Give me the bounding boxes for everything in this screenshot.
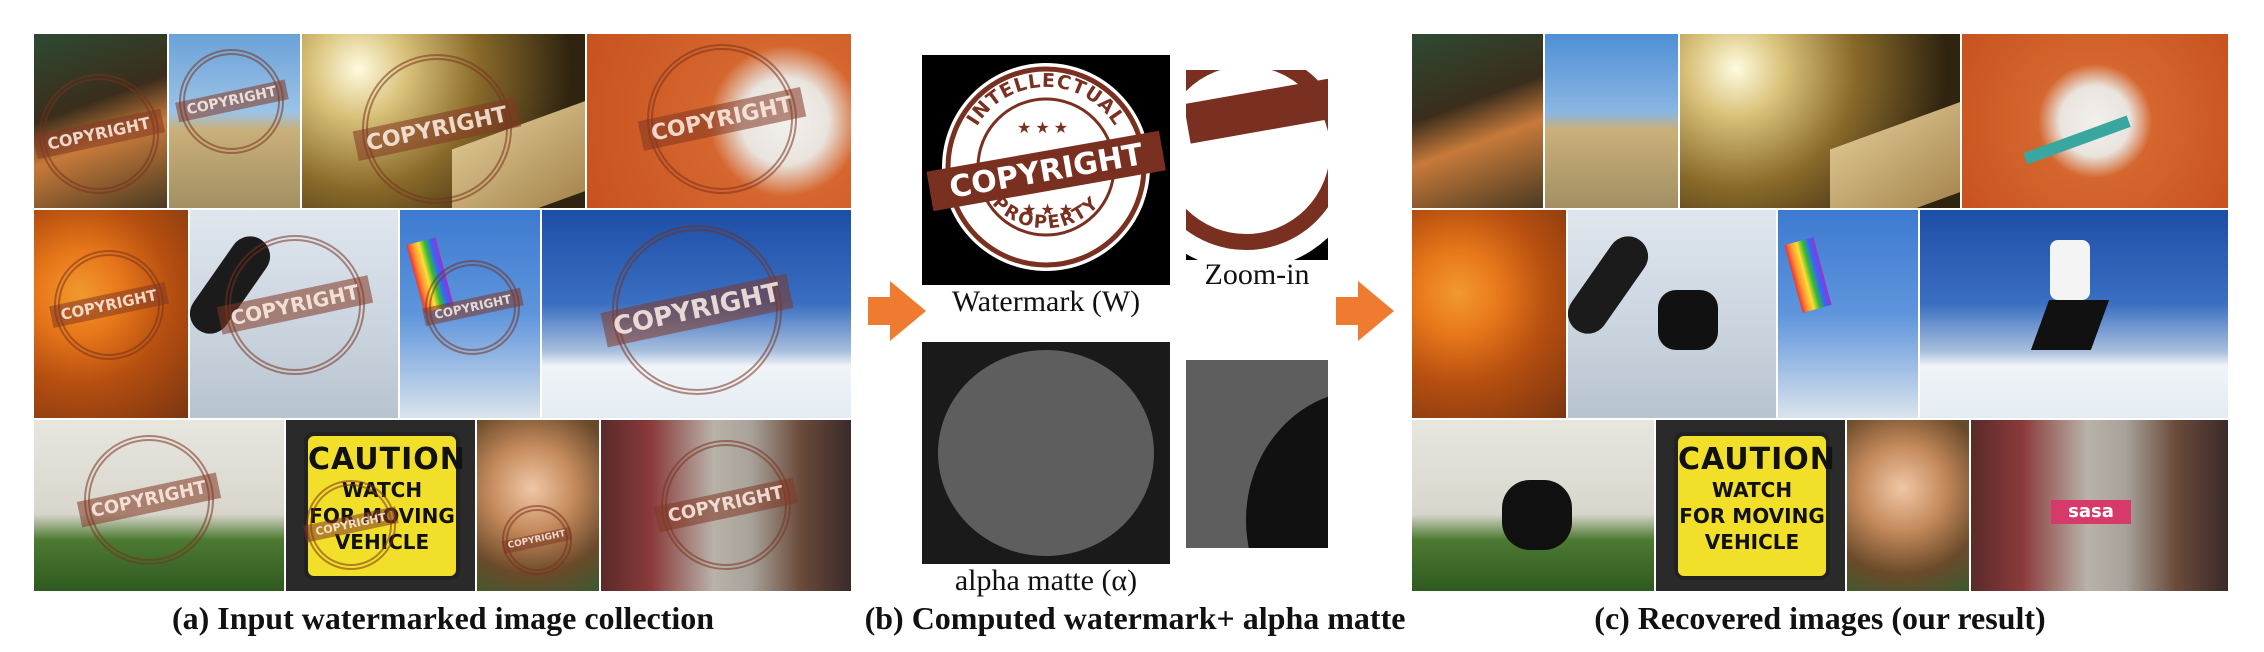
watermark-band-text: COPYRIGHT	[654, 477, 798, 533]
watermark-band-text: COPYRIGHT	[352, 96, 522, 162]
photo-skier: COPYRIGHT	[541, 209, 852, 419]
watermark-band-text: COPYRIGHT	[49, 282, 169, 328]
watermark-band-text: COPYRIGHT	[34, 108, 165, 160]
watermark-label: Watermark (W)	[951, 285, 1141, 318]
photo-oranges: COPYRIGHT	[33, 209, 189, 419]
watermark-stamp: COPYRIGHT	[49, 250, 169, 360]
photo-house-dog	[1411, 419, 1655, 592]
alpha-matte-label: alpha matte (α)	[954, 564, 1138, 597]
storefront-sign: sasa	[2051, 500, 2131, 524]
svg-text:★ ★ ★: ★ ★ ★	[1017, 120, 1068, 137]
photo-caution-sign: CAUTION WATCH FOR MOVING VEHICLE COPYRIG…	[285, 419, 476, 592]
zoom-in-image	[1186, 70, 1328, 260]
watermark-stamp: COPYRIGHT	[637, 44, 807, 194]
watermark-stamp: COPYRIGHT	[501, 505, 573, 575]
alpha-zoom-image	[1186, 360, 1328, 548]
photo-toothbrush-holder	[1961, 33, 2229, 209]
watermark-stamp: COPYRIGHT	[174, 49, 289, 154]
watermark-band-text: COPYRIGHT	[174, 79, 289, 124]
watermark-band-text: COPYRIGHT	[501, 526, 573, 554]
watermark-band-text: COPYRIGHT	[216, 275, 374, 335]
svg-text:★ ★ ★: ★ ★ ★	[1022, 202, 1073, 219]
photo-oranges	[1411, 209, 1567, 419]
watermark-band-text: COPYRIGHT	[303, 506, 399, 544]
photo-rainbow-flag: COPYRIGHT	[399, 209, 541, 419]
watermark-band-text: COPYRIGHT	[421, 288, 524, 327]
zoom-in-label: Zoom-in	[1204, 258, 1310, 291]
caption-b: (b) Computed watermark+ alpha matte	[864, 600, 1406, 636]
photo-city-street: COPYRIGHT	[600, 419, 852, 592]
watermark-stamp: COPYRIGHT	[303, 480, 399, 570]
watermark-band-text: COPYRIGHT	[637, 86, 807, 152]
photo-toothbrush-holder: COPYRIGHT	[586, 33, 852, 209]
photo-skateboarder	[1567, 209, 1777, 419]
photo-sunset-cliff	[1679, 33, 1961, 209]
photo-house-dog: COPYRIGHT	[33, 419, 285, 592]
photo-cat: COPYRIGHT	[33, 33, 168, 209]
caution-line-3: VEHICLE	[1704, 530, 1800, 554]
photo-city-street: sasa	[1970, 419, 2229, 592]
caution-title: CAUTION	[1678, 442, 1836, 477]
caution-line-2: FOR MOVING	[1679, 504, 1825, 528]
photo-beach-jump: COPYRIGHT	[168, 33, 301, 209]
photo-skateboarder: COPYRIGHT	[189, 209, 399, 419]
watermark-stamp: COPYRIGHT	[421, 260, 524, 355]
caution-title: CAUTION	[308, 442, 466, 477]
alpha-matte-image	[922, 342, 1170, 564]
photo-skier	[1919, 209, 2229, 419]
photo-girl-smiling	[1846, 419, 1970, 592]
watermark-band-text: COPYRIGHT	[600, 273, 794, 347]
photo-caution-sign: CAUTION WATCH FOR MOVING VEHICLE	[1655, 419, 1846, 592]
caution-line-1: WATCH	[1711, 478, 1793, 502]
photo-cat	[1411, 33, 1544, 209]
watermark-stamp: COPYRIGHT	[600, 225, 794, 395]
photo-girl-smiling: COPYRIGHT	[476, 419, 600, 592]
watermark-stamp: COPYRIGHT	[77, 435, 221, 565]
watermark-stamp: COPYRIGHT	[216, 235, 374, 375]
copyright-stamp-logo: INTELLECTUAL PROPERTY ★ ★ ★ ★ ★ ★ COPYRI…	[926, 63, 1166, 271]
photo-rainbow-flag	[1777, 209, 1919, 419]
watermark-stamp: COPYRIGHT	[34, 74, 165, 194]
watermark-band-text: COPYRIGHT	[77, 472, 221, 528]
caution-sign: CAUTION WATCH FOR MOVING VEHICLE	[1674, 432, 1836, 580]
photo-beach-jump	[1544, 33, 1679, 209]
caption-c: (c) Recovered images (our result)	[1594, 600, 2046, 636]
photo-sunset-cliff: COPYRIGHT	[301, 33, 586, 209]
caption-a: (a) Input watermarked image collection	[171, 600, 715, 636]
watermark-image: INTELLECTUAL PROPERTY ★ ★ ★ ★ ★ ★ COPYRI…	[922, 55, 1170, 285]
watermark-stamp: COPYRIGHT	[352, 54, 522, 204]
watermark-stamp: COPYRIGHT	[654, 440, 798, 570]
